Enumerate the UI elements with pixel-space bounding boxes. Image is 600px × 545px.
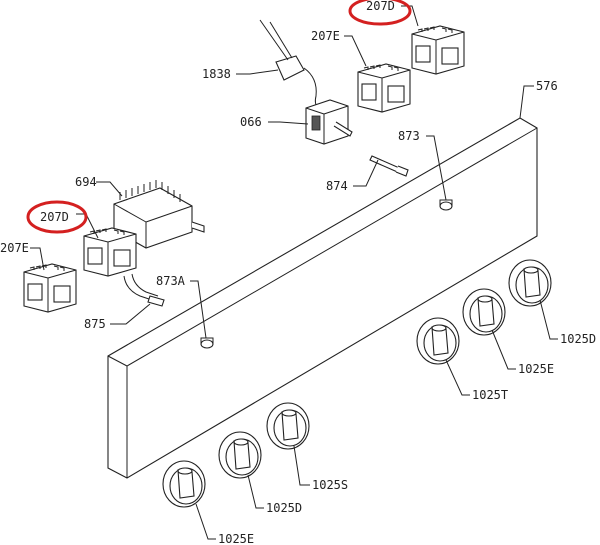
label-875: 875 [84,317,106,331]
label-1838: 1838 [202,67,231,81]
knob-1025D-bottom [218,431,262,479]
label-576: 576 [536,79,558,93]
knob-1025E-bottom [162,460,206,508]
knob-1025D-right [508,259,552,307]
knob-1025E-right [462,288,506,336]
highlight-207D-left [26,200,88,234]
label-207D-left: 207D [40,210,69,224]
label-873A: 873A [156,274,186,288]
label-1025D-right: 1025D [560,332,596,346]
label-1025E-right: 1025E [518,362,554,376]
switch-207D-left [83,227,137,277]
label-207E-left: 207E [0,241,29,255]
knob-1025T [416,317,460,365]
label-694: 694 [75,175,97,189]
label-1025S: 1025S [312,478,348,492]
label-066: 066 [240,115,262,129]
knob-1025S [266,402,310,450]
label-207D-top: 207D [366,0,395,13]
leader-lines [30,5,558,540]
label-1025D-bottom: 1025D [266,501,302,515]
screw-873 [439,199,453,211]
screw-873A [200,337,214,349]
thermostat-066 [305,99,353,145]
wire-875 [123,273,165,307]
label-1025T: 1025T [472,388,508,402]
highlight-207D-top [348,0,412,26]
label-207E-top: 207E [311,29,340,43]
switch-207E-left [23,263,77,313]
pin-874 [369,155,409,177]
switch-207E-top [357,63,411,113]
label-874: 874 [326,179,348,193]
label-873: 873 [398,129,420,143]
thermostat-bulb-1838 [259,19,319,109]
label-1025E-bottom: 1025E [218,532,254,545]
switch-207D-top [411,25,465,75]
